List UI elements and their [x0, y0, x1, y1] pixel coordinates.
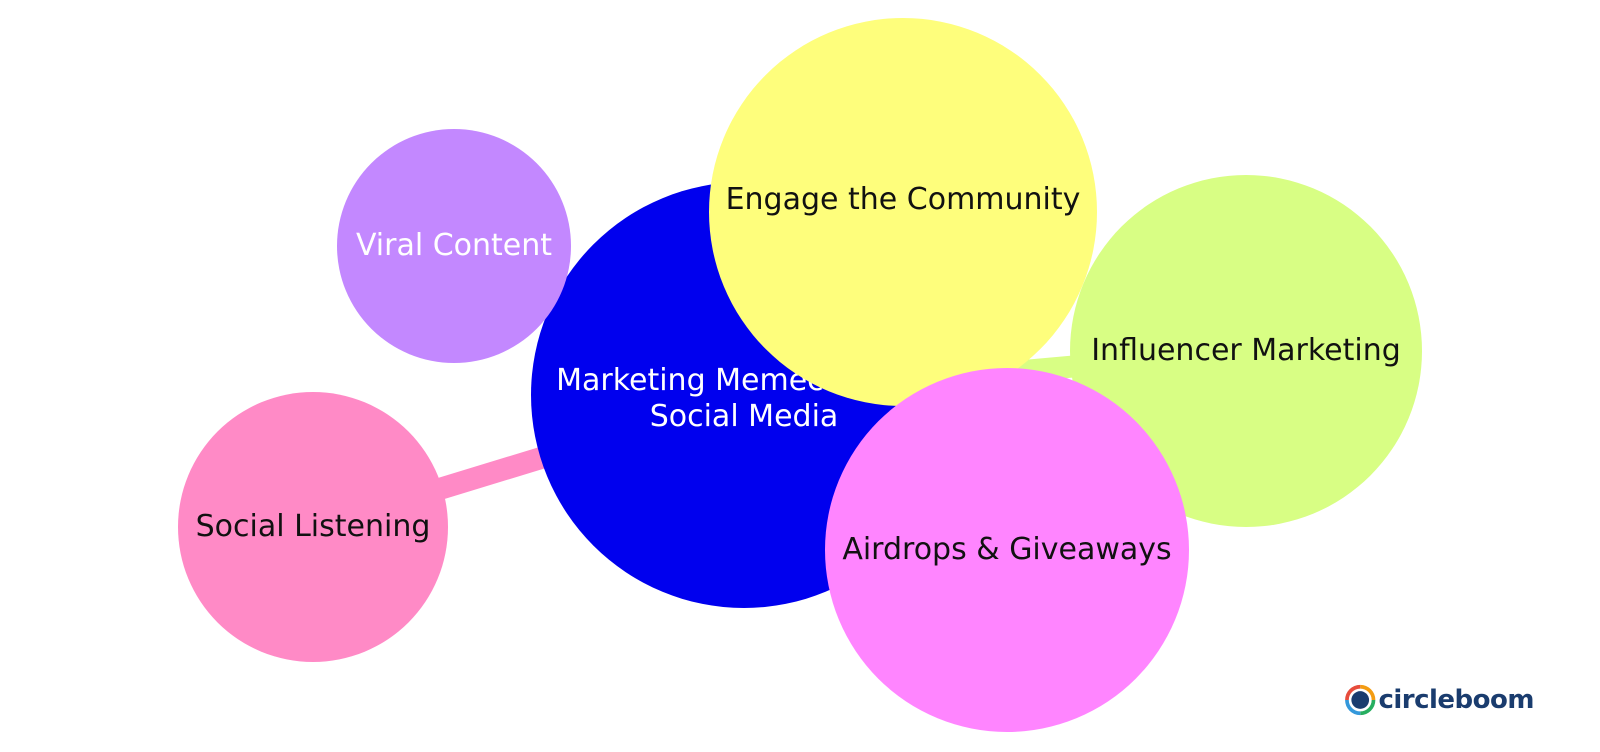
- circleboom-logo: circleboom: [1344, 674, 1534, 726]
- bubble-viral-content: Viral Content: [337, 129, 571, 363]
- bubble-airdrops-giveaways-label: Airdrops & Giveaways: [842, 532, 1172, 567]
- bubble-airdrops-giveaways: Airdrops & Giveaways: [825, 368, 1189, 732]
- bubble-influencer-marketing-label: Influencer Marketing: [1091, 333, 1401, 368]
- circleboom-logo-text: circleboom: [1378, 685, 1534, 715]
- bubble-social-listening-label: Social Listening: [195, 509, 431, 544]
- bubble-engage-community: Engage the Community: [709, 18, 1097, 406]
- circleboom-logo-icon: [1345, 684, 1376, 716]
- bubble-engage-community-label: Engage the Community: [725, 182, 1081, 217]
- bubble-viral-content-label: Viral Content: [355, 228, 553, 263]
- bubble-social-listening: Social Listening: [178, 392, 448, 662]
